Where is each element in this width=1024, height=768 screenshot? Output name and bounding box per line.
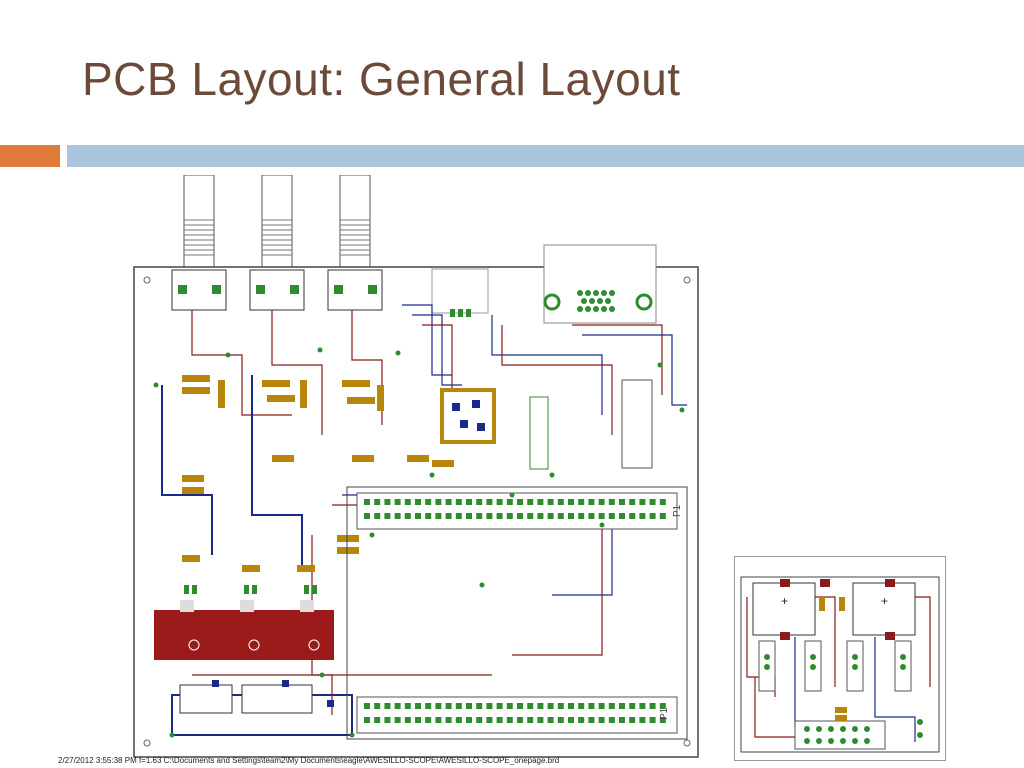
- pcb-main-layout: P1 P1: [133, 175, 699, 758]
- slide-title: PCB Layout: General Layout: [82, 53, 681, 105]
- svg-text:+: +: [781, 594, 788, 608]
- bottom-header-label: P1: [659, 707, 670, 720]
- pcb-secondary-board: + +: [734, 556, 946, 761]
- file-path-caption: 2/27/2012 3:55:38 PM f=1.63 C:\Documents…: [58, 756, 560, 765]
- bnc-connectors: [183, 175, 371, 271]
- regulator-block: [154, 610, 334, 660]
- title-accent-bar: [0, 145, 60, 167]
- top-pin-header: [356, 492, 678, 530]
- bottom-pin-header: [356, 696, 678, 734]
- title-divider-bar: [67, 145, 1024, 167]
- top-header-label: P1: [672, 504, 683, 517]
- svg-text:+: +: [881, 594, 888, 608]
